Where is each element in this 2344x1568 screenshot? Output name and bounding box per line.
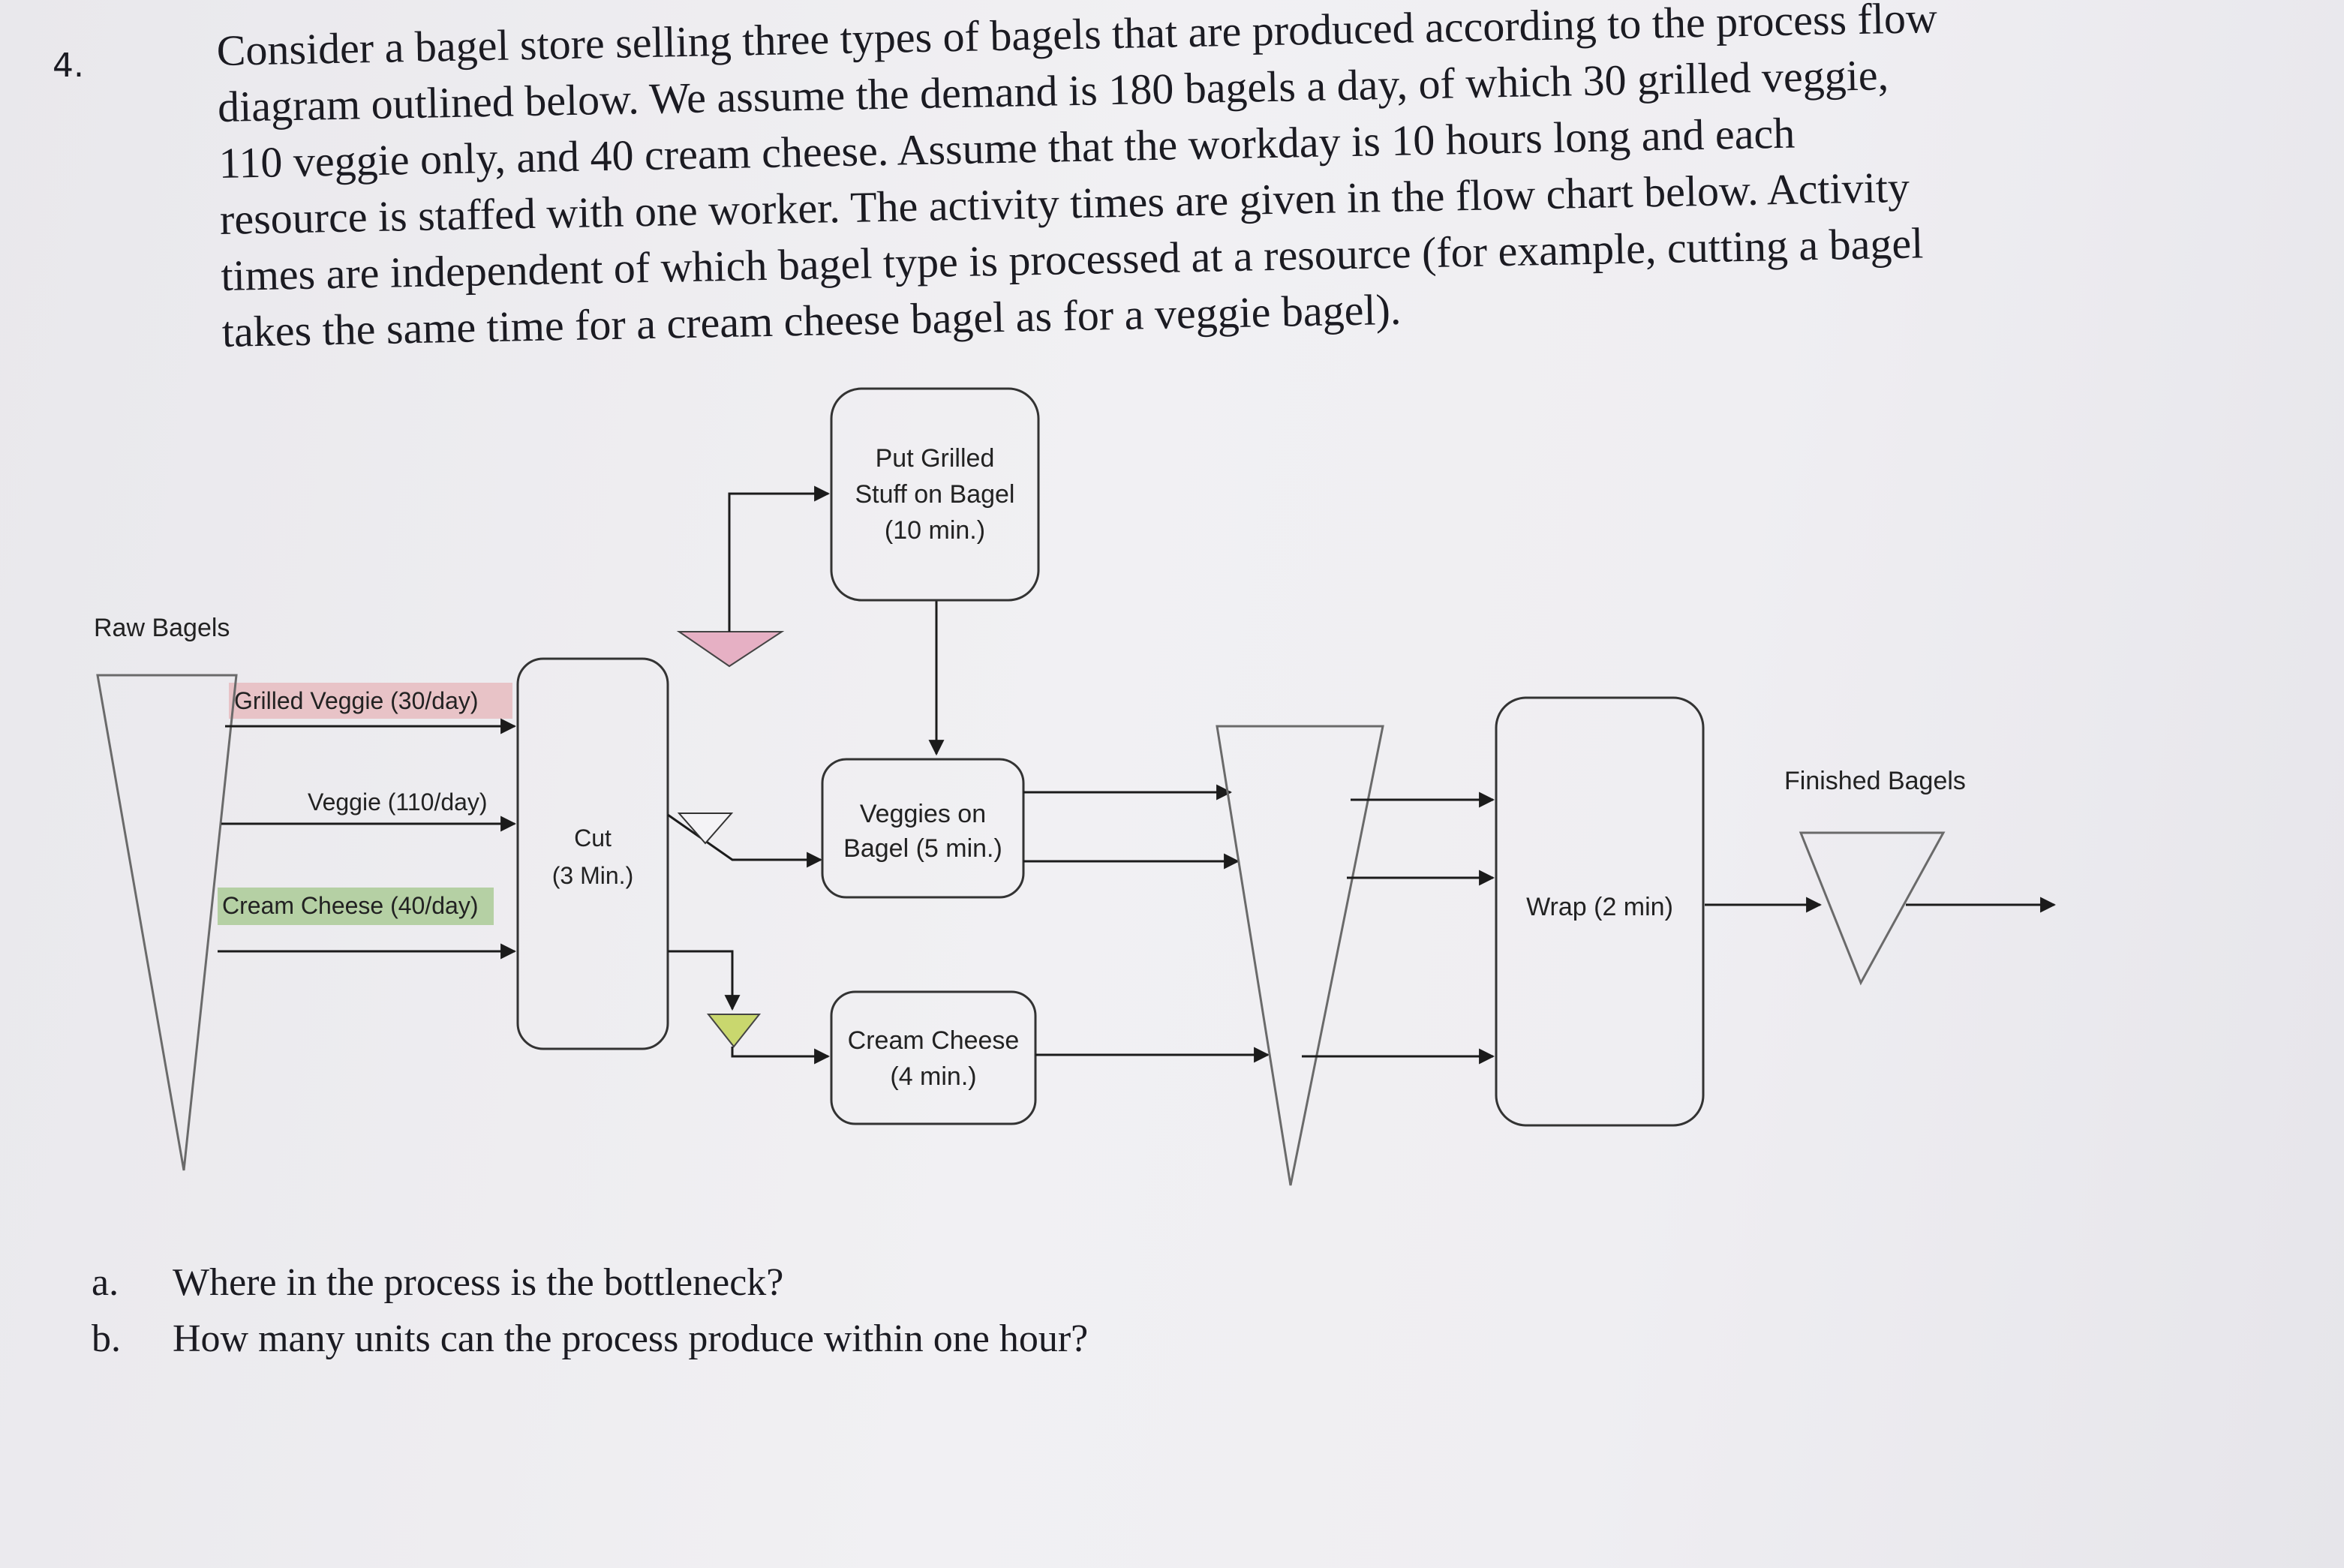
- question-item: b. How many units can the process produc…: [92, 1311, 1088, 1367]
- cut-activity: [516, 657, 669, 1050]
- middle-inventory: [1216, 725, 1384, 1186]
- veggies-on-bagel-label: Veggies on: [860, 800, 986, 828]
- put-grilled-label: Put Grilled: [876, 444, 995, 473]
- cut-to-grilled-arrow: [728, 485, 831, 632]
- cream-cheese-highlight: [218, 888, 494, 925]
- question-text: How many units can the process produce w…: [173, 1317, 1089, 1360]
- cut-to-cream-arrow: [668, 950, 741, 1011]
- question-number: 4.: [53, 47, 84, 85]
- question-label: b.: [92, 1317, 121, 1360]
- cut-time: (3 Min.): [552, 862, 633, 889]
- finished-bagels-inventory: [1799, 831, 1946, 986]
- cream-cheese-activity: [830, 990, 1037, 1125]
- question-label: a.: [92, 1261, 119, 1304]
- grilled-veggie-highlight: [229, 683, 512, 719]
- raw-bagels-inventory: [96, 674, 238, 1171]
- put-grilled-label: Stuff on Bagel: [855, 480, 1015, 509]
- veggie-label: Veggie (110/day): [308, 789, 488, 816]
- veggies-on-bagel-activity: [821, 758, 1025, 899]
- put-grilled-activity: [830, 387, 1040, 602]
- put-grilled-time: (10 min.): [885, 516, 985, 545]
- grilled-buffer: [676, 631, 785, 668]
- cream-cheese-flow-label: Cream Cheese (40/day): [222, 892, 478, 919]
- veggies-on-bagel-time: Bagel (5 min.): [843, 834, 1002, 863]
- cream-cheese-step-label: Cream Cheese: [848, 1026, 1020, 1055]
- cream-buffer: [706, 1014, 762, 1048]
- question-item: a. Where in the process is the bottlenec…: [92, 1254, 1088, 1311]
- finished-bagels-label: Finished Bagels: [1784, 767, 1966, 795]
- question-text: Where in the process is the bottleneck?: [173, 1261, 784, 1304]
- cut-label: Cut: [574, 825, 612, 852]
- veggie-buffer: [677, 813, 734, 845]
- grilled-veggie-label: Grilled Veggie (30/day): [234, 687, 479, 714]
- raw-bagels-label: Raw Bagels: [94, 614, 230, 642]
- wrap-label: Wrap (2 min): [1526, 893, 1673, 921]
- wrap-activity: [1495, 696, 1705, 1127]
- cut-to-veggie-arrow: [667, 813, 823, 868]
- cream-buffer-to-step-arrow: [731, 1047, 831, 1065]
- cream-cheese-step-time: (4 min.): [890, 1062, 976, 1091]
- question-list: a. Where in the process is the bottlenec…: [92, 1254, 1088, 1367]
